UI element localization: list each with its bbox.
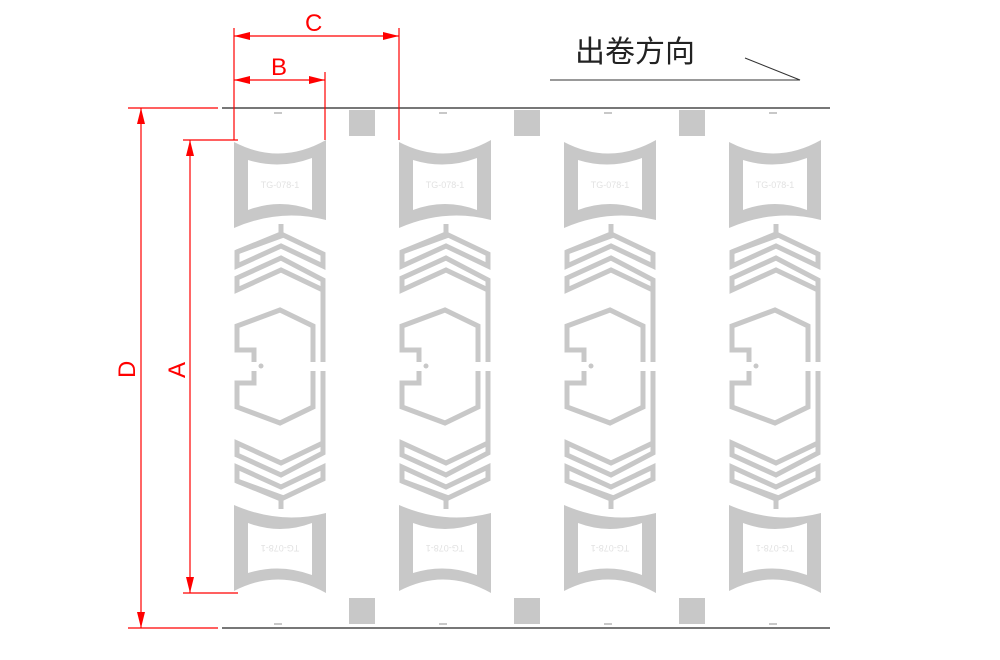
rfid-antenna: TG-078-1TG-078-1 — [399, 140, 491, 593]
dimension-a-label: A — [164, 362, 191, 378]
antenna-bottom-half — [234, 371, 326, 593]
dimension-b-label: B — [271, 54, 287, 81]
registration-dash — [604, 112, 612, 114]
registration-square — [679, 598, 705, 624]
dimension-d-label: D — [114, 361, 141, 378]
registration-dash — [274, 623, 282, 625]
antenna-label-bottom: TG-078-1 — [426, 543, 465, 553]
registration-square — [514, 110, 540, 136]
antenna-label-bottom: TG-078-1 — [261, 543, 300, 553]
registration-dash — [274, 112, 282, 114]
registration-square — [349, 110, 375, 136]
registration-square — [349, 598, 375, 624]
chip-icon — [258, 363, 264, 369]
rfid-antenna: TG-078-1TG-078-1 — [564, 140, 656, 593]
rfid-antenna: TG-078-1TG-078-1 — [234, 140, 326, 593]
chip-icon — [753, 363, 759, 369]
registration-dash — [439, 112, 447, 114]
rfid-antenna: TG-078-1TG-078-1 — [729, 140, 821, 593]
registration-dash — [769, 112, 777, 114]
direction-arrow — [550, 57, 801, 81]
antenna-label-top: TG-078-1 — [756, 180, 795, 190]
dimension-arrows — [137, 32, 399, 628]
chip-icon — [423, 363, 429, 369]
dimension-c-label: C — [305, 10, 322, 37]
dimension-lines — [128, 28, 400, 629]
antenna-label-top: TG-078-1 — [261, 180, 300, 190]
antenna-label-bottom: TG-078-1 — [591, 543, 630, 553]
antenna-bottom-half — [729, 371, 821, 593]
antenna-top-half — [564, 140, 656, 362]
chip-icon — [588, 363, 594, 369]
registration-dash — [769, 623, 777, 625]
unwind-direction-label: 出卷方向 — [575, 35, 695, 70]
antenna-top-half — [234, 140, 326, 362]
registration-square — [679, 110, 705, 136]
antenna-bottom-half — [564, 371, 656, 593]
registration-dash — [439, 623, 447, 625]
antenna-top-half — [399, 140, 491, 362]
antenna-label-top: TG-078-1 — [591, 180, 630, 190]
antenna-label-top: TG-078-1 — [426, 180, 465, 190]
registration-square — [514, 598, 540, 624]
registration-dash — [604, 623, 612, 625]
antenna-top-half — [729, 140, 821, 362]
antenna-label-bottom: TG-078-1 — [756, 543, 795, 553]
antenna-bottom-half — [399, 371, 491, 593]
